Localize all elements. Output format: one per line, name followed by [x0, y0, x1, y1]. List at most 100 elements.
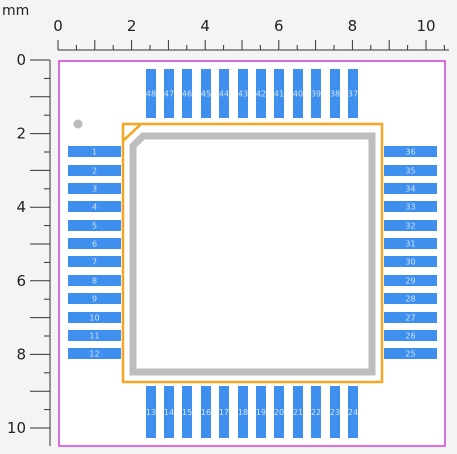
- top-ruler-label: 6: [274, 17, 284, 35]
- pad[interactable]: [68, 256, 121, 267]
- left-ruler-label: 8: [16, 345, 26, 363]
- pad-number: 14: [164, 408, 174, 417]
- pad-number: 18: [238, 408, 248, 417]
- pad[interactable]: [68, 238, 121, 249]
- pad[interactable]: [238, 386, 248, 438]
- top-ruler-label: 8: [348, 17, 358, 35]
- pad[interactable]: [348, 386, 358, 438]
- pad[interactable]: [238, 69, 248, 118]
- top-ruler-label: 0: [53, 17, 63, 35]
- pad[interactable]: [256, 69, 266, 118]
- pad[interactable]: [182, 386, 192, 438]
- pad-number: 1: [92, 148, 97, 157]
- pin1-marker-dot: [73, 119, 83, 129]
- pad-number: 19: [256, 408, 266, 417]
- pad-number: 30: [405, 258, 415, 267]
- pad[interactable]: [164, 386, 174, 438]
- pad[interactable]: [384, 201, 437, 212]
- pad-number: 46: [182, 90, 192, 99]
- pad-number: 32: [405, 222, 415, 231]
- pad-number: 4: [92, 203, 97, 212]
- pad[interactable]: [384, 330, 437, 341]
- pad-number: 47: [164, 90, 174, 99]
- pad-number: 5: [92, 222, 97, 231]
- pad[interactable]: [384, 275, 437, 286]
- pad[interactable]: [68, 293, 121, 304]
- pad[interactable]: [68, 146, 121, 157]
- pad[interactable]: [68, 183, 121, 194]
- pad-number: 29: [405, 277, 415, 286]
- pad-number: 7: [92, 258, 97, 267]
- pad-number: 22: [311, 408, 321, 417]
- pad-number: 20: [274, 408, 284, 417]
- pad[interactable]: [68, 220, 121, 231]
- pad-number: 36: [405, 148, 415, 157]
- left-ruler-label: 2: [16, 125, 26, 143]
- pad-number: 21: [293, 408, 303, 417]
- pad-number: 43: [238, 90, 248, 99]
- pad[interactable]: [311, 386, 321, 438]
- pad[interactable]: [182, 69, 192, 118]
- pad[interactable]: [201, 386, 211, 438]
- pad[interactable]: [256, 386, 266, 438]
- pad-number: 34: [405, 185, 415, 194]
- pad-number: 24: [348, 408, 358, 417]
- pad-number: 37: [348, 90, 358, 99]
- pad-number: 23: [330, 408, 340, 417]
- pad-number: 8: [92, 277, 97, 286]
- pad[interactable]: [68, 348, 121, 359]
- pad[interactable]: [348, 69, 358, 118]
- pad[interactable]: [311, 69, 321, 118]
- pad[interactable]: [384, 165, 437, 176]
- pad-number: 2: [92, 167, 97, 176]
- pad[interactable]: [68, 275, 121, 286]
- pad-number: 38: [330, 90, 340, 99]
- pad-number: 13: [146, 408, 156, 417]
- pad[interactable]: [274, 69, 284, 118]
- pad-number: 11: [89, 332, 99, 341]
- pad[interactable]: [68, 201, 121, 212]
- pad[interactable]: [384, 220, 437, 231]
- pad[interactable]: [164, 69, 174, 118]
- pad[interactable]: [330, 69, 340, 118]
- pad-number: 27: [405, 314, 415, 323]
- pad[interactable]: [330, 386, 340, 438]
- pad-number: 48: [146, 90, 156, 99]
- pad[interactable]: [68, 312, 121, 323]
- pad-number: 12: [89, 350, 99, 359]
- left-ruler-label: 0: [16, 51, 26, 69]
- pad[interactable]: [274, 386, 284, 438]
- pad[interactable]: [293, 386, 303, 438]
- pad[interactable]: [201, 69, 211, 118]
- pad[interactable]: [219, 386, 229, 438]
- pad[interactable]: [146, 386, 156, 438]
- pad[interactable]: [384, 293, 437, 304]
- pad[interactable]: [293, 69, 303, 118]
- pad[interactable]: [384, 183, 437, 194]
- pad[interactable]: [68, 165, 121, 176]
- pad[interactable]: [384, 256, 437, 267]
- board-outline: [58, 60, 446, 447]
- pad[interactable]: [384, 348, 437, 359]
- pad[interactable]: [384, 238, 437, 249]
- pad[interactable]: [68, 330, 121, 341]
- pad[interactable]: [384, 312, 437, 323]
- pad[interactable]: [146, 69, 156, 118]
- pad[interactable]: [384, 146, 437, 157]
- pad[interactable]: [219, 69, 229, 118]
- pad-number: 31: [405, 240, 415, 249]
- package-body: [129, 132, 376, 376]
- left-ruler-label: 4: [16, 198, 26, 216]
- pad-number: 17: [219, 408, 229, 417]
- pad-number: 25: [405, 350, 415, 359]
- left-ruler-label: 6: [16, 272, 26, 290]
- pad-number: 26: [405, 332, 415, 341]
- pad-number: 28: [405, 295, 415, 304]
- top-ruler-label: 2: [127, 17, 137, 35]
